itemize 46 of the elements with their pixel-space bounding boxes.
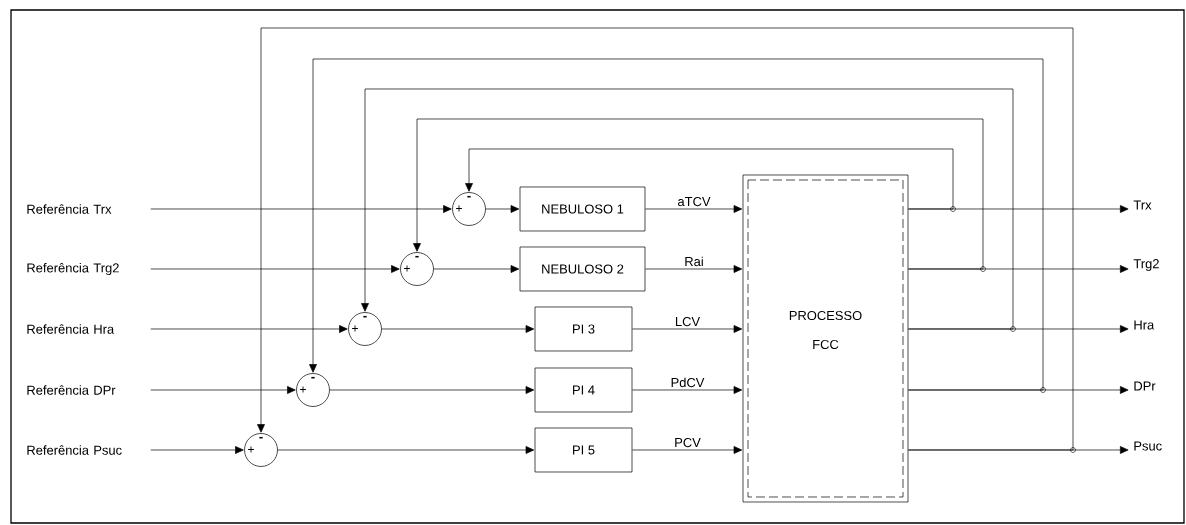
arrow [150,386,296,394]
reference-label: Referência Trg2 [27,262,119,276]
reference-label: Referência Hra [27,324,115,334]
arrow [485,205,520,213]
arrow [632,325,743,333]
output-label: Hra [1134,320,1155,330]
arrow [150,325,348,333]
feedback-arrow [361,88,1016,332]
controller-box: NEBULOSO 1 [519,186,646,232]
arrow [150,265,400,273]
arrow [329,386,535,394]
arrow [632,386,743,394]
arrow [277,446,535,454]
edge-label: Rai [682,255,706,268]
output-label: DPr [1134,381,1156,391]
output-label: Trg2 [1133,259,1159,271]
controller-box: PI 5 [534,427,633,473]
summing-junction: + - [244,433,278,467]
arrow [150,205,452,213]
feedback-arrow [413,118,986,272]
arrow [645,205,743,213]
edge-label: PCV [672,436,703,449]
feedback-arrow [465,148,956,212]
edge-label: LCV [673,315,702,328]
arrow [381,325,535,333]
arrow [150,446,244,454]
summing-junction: + - [296,373,330,407]
reference-label: Referência DPr [27,385,116,395]
controller-box: PI 3 [534,306,633,352]
controller-box: PI 4 [534,367,633,413]
output-label: Psuc [1134,441,1162,451]
edge-label: PdCV [669,376,706,389]
summing-junction: + - [452,192,486,226]
summing-junction: + - [400,252,434,286]
output-label: Trx [1133,200,1152,210]
reference-label: Referência Psuc [27,445,122,455]
process-box: PROCESSO FCC [742,174,909,503]
feedback-arrow [257,27,1076,453]
summing-junction: + - [348,312,382,346]
reference-label: Referência Trx [27,204,112,214]
feedback-arrow [309,58,1046,393]
controller-box: NEBULOSO 2 [519,246,646,292]
arrow [632,446,743,454]
edge-label: aTCV [675,195,713,208]
arrow [645,265,743,273]
arrow [433,265,520,273]
